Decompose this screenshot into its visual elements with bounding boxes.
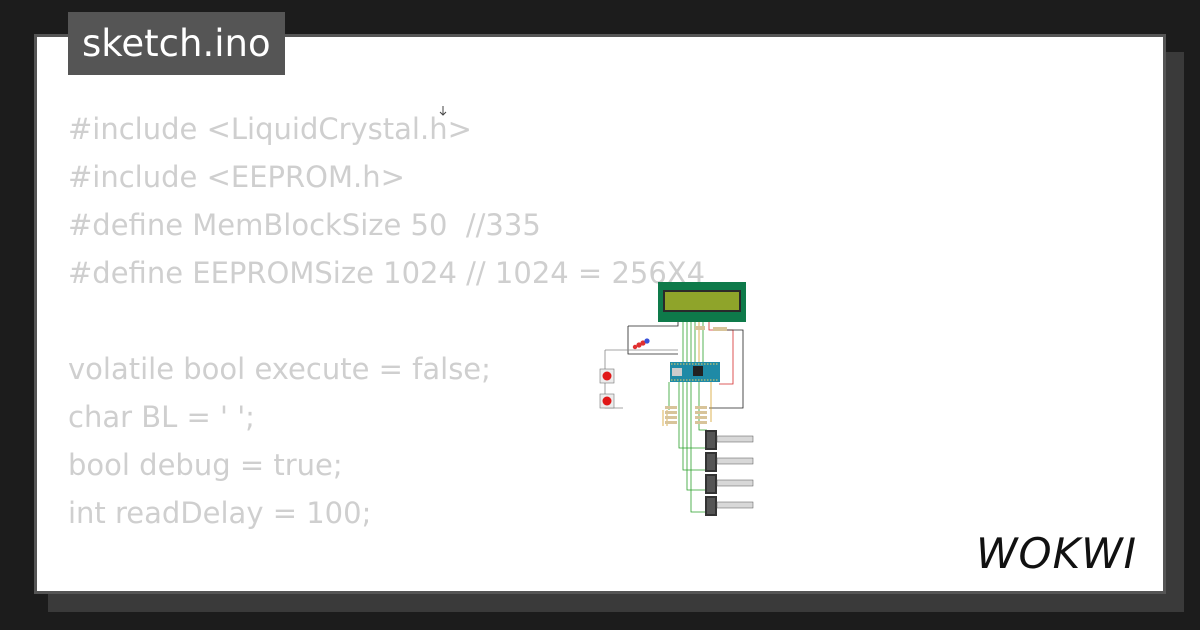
file-tab-title[interactable]: sketch.ino: [68, 12, 285, 75]
code-line: #define EEPROMSize 1024 // 1024 = 256X4: [68, 256, 706, 290]
potentiometer-wires: [662, 382, 712, 513]
code-listing: #include <LiquidCrystal.h> #include <EEP…: [68, 105, 706, 591]
text-cursor-icon: [439, 106, 447, 116]
push-button-1: [599, 368, 615, 384]
arduino-nano: [670, 362, 720, 382]
code-line: char BL = ' ';: [68, 400, 255, 434]
code-line: bool debug = true;: [68, 448, 343, 482]
wokwi-logo-icon: WOKWI: [976, 529, 1137, 578]
slide-pot-4: [705, 496, 754, 516]
code-line: #include <LiquidCrystal.h>: [68, 112, 472, 146]
code-line: volatile bool execute = false;: [68, 352, 491, 386]
code-line: #define MemBlockSize 50 //335: [68, 208, 541, 242]
leds: [632, 338, 650, 350]
lcd-display: [658, 282, 746, 322]
push-button-2: [599, 393, 615, 409]
code-line: #include <EEPROM.h>: [68, 160, 405, 194]
code-line: int readDelay = 100;: [68, 496, 372, 530]
circuit-diagram: [599, 282, 754, 516]
lcd-resistors: [695, 326, 727, 331]
slide-potentiometers: [705, 430, 754, 516]
slide-pot-3: [705, 474, 754, 494]
logo-text: WOKWI: [976, 529, 1137, 578]
code-line: [68, 537, 705, 585]
resistor-bank: [665, 406, 707, 424]
code-line: unsigned long timeLoaded = 0;: [68, 585, 705, 591]
slide-pot-2: [705, 452, 754, 472]
code-preview-card: #include <LiquidCrystal.h> #include <EEP…: [34, 34, 1166, 594]
slide-pot-1: [705, 430, 754, 450]
